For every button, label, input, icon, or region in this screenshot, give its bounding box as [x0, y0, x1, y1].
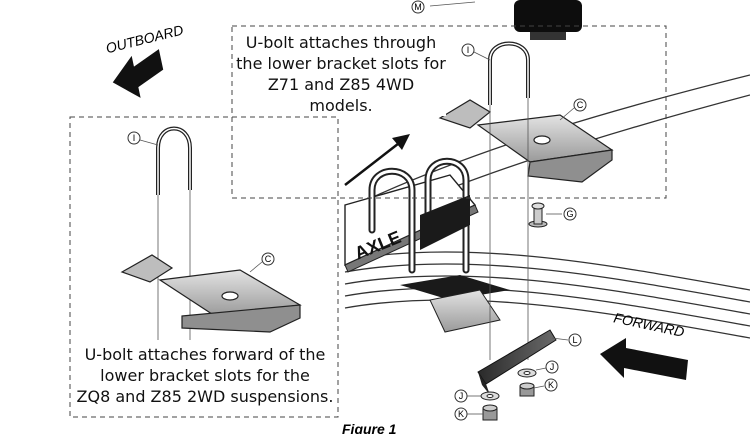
callout-j-right: J: [535, 360, 559, 374]
svg-text:C: C: [265, 254, 272, 264]
caption-zq8-line-1: U-bolt attaches forward of the: [84, 345, 326, 364]
svg-text:K: K: [458, 409, 464, 419]
forward-label: FORWARD: [612, 309, 686, 340]
detail-box-z71: [231, 25, 667, 199]
callout-c-left: C: [249, 252, 275, 273]
callout-j-left: J: [454, 389, 481, 403]
pointer-arrow: [344, 134, 410, 186]
lower-bracket-l: [477, 329, 557, 395]
svg-text:K: K: [548, 380, 554, 390]
alignment-lines-top: [489, 98, 529, 360]
caption-zq8: U-bolt attaches forward of the lower bra…: [76, 344, 334, 407]
axle-spacer-block: [420, 195, 470, 250]
figure-label: Figure 1: [342, 421, 397, 434]
callout-l: L: [551, 333, 582, 347]
caption-zq8-line-3: ZQ8 and Z85 2WD suspensions.: [76, 387, 334, 406]
svg-text:G: G: [566, 209, 573, 219]
svg-text:I: I: [133, 133, 136, 143]
svg-text:C: C: [577, 100, 584, 110]
caption-z71-line-2: the lower bracket slots for: [236, 54, 446, 73]
u-bolt-left: [156, 126, 192, 195]
svg-text:J: J: [550, 362, 555, 372]
caption-zq8-line-2: lower bracket slots for the: [100, 366, 310, 385]
outboard-arrow: [112, 49, 164, 98]
caption-z71-line-1: U-bolt attaches through: [245, 33, 437, 52]
bolt-g: [528, 202, 548, 228]
nut-k-right: [519, 382, 535, 397]
washer-j-left: [480, 391, 500, 401]
callout-m: M: [411, 0, 476, 14]
callout-k-right: K: [533, 378, 558, 392]
callout-i-left: I: [127, 131, 159, 146]
upper-bracket-left: [120, 254, 302, 333]
caption-z71-line-3: Z71 and Z85 4WD models.: [267, 75, 415, 115]
u-bolt-top: [488, 41, 530, 105]
callout-i-top: I: [461, 43, 491, 61]
washer-j-right: [517, 368, 537, 378]
caption-z71: U-bolt attaches through the lower bracke…: [236, 32, 446, 116]
svg-text:I: I: [467, 45, 470, 55]
forward-arrow: [600, 338, 688, 380]
callout-c-top: C: [559, 98, 587, 121]
lower-axle-bracket: [400, 275, 510, 333]
callout-g: G: [546, 207, 577, 221]
shock-absorber: [514, 0, 582, 40]
nut-k-left: [482, 404, 498, 421]
svg-text:J: J: [459, 391, 464, 401]
outboard-label: OUTBOARD: [104, 22, 185, 57]
callout-k-left: K: [454, 407, 483, 421]
upper-bracket-top: [438, 99, 614, 183]
detail-box-zq8: [69, 116, 339, 418]
svg-text:M: M: [414, 2, 422, 12]
svg-text:L: L: [572, 335, 577, 345]
